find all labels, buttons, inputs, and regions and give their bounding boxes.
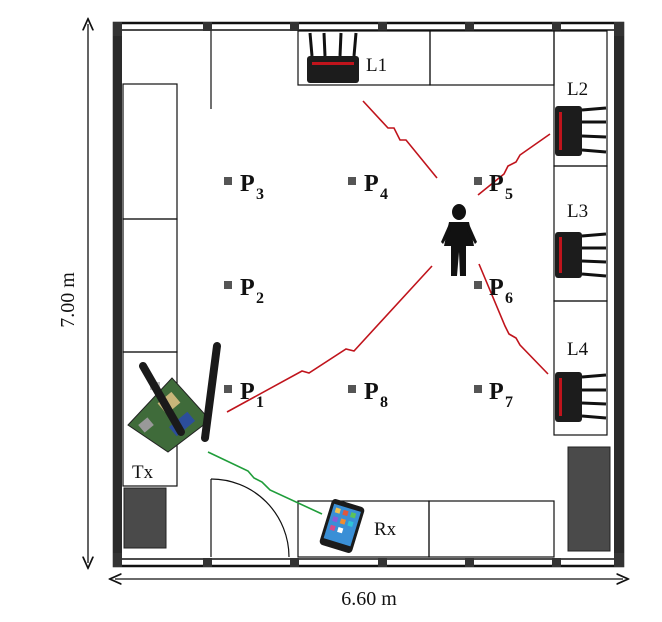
- wifi-router-icon: [555, 106, 607, 156]
- measurement-points: P 3 P 4 P 5 P 2 P 6 P 1 P: [224, 171, 513, 411]
- height-dimension: 7.00 m: [57, 24, 88, 563]
- point-p1: P 1: [224, 379, 264, 411]
- router-l4-label: L4: [567, 339, 589, 360]
- room-walls: [112, 21, 625, 568]
- svg-text:P: P: [364, 171, 379, 197]
- point-p5: P 5: [474, 171, 513, 203]
- svg-text:P: P: [240, 275, 255, 301]
- point-p7: P 7: [474, 379, 513, 411]
- receiver-label: Rx: [374, 519, 397, 540]
- furniture: [122, 30, 608, 558]
- sdr-board-icon: [127, 342, 221, 453]
- height-label: 7.00 m: [57, 272, 79, 328]
- router-l3: L3: [555, 201, 607, 278]
- router-l1: L1: [307, 32, 387, 83]
- width-label: 6.60 m: [341, 588, 397, 610]
- svg-text:4: 4: [380, 186, 388, 203]
- svg-text:P: P: [489, 379, 504, 405]
- svg-text:P: P: [489, 275, 504, 301]
- router-l4: L4: [555, 339, 607, 422]
- router-l2-label: L2: [567, 79, 588, 100]
- router-l1-label: L1: [366, 55, 387, 76]
- wifi-router-icon: [307, 32, 359, 83]
- svg-text:P: P: [240, 379, 255, 405]
- cabinet-right: [567, 446, 611, 552]
- receiver: Rx: [319, 499, 397, 553]
- svg-text:1: 1: [256, 394, 264, 411]
- smartphone-icon: [319, 499, 365, 553]
- wifi-router-icon: [555, 372, 607, 422]
- signal-path-green: [207, 451, 323, 515]
- svg-text:P: P: [364, 379, 379, 405]
- point-p6: P 6: [474, 275, 513, 307]
- point-p8: P 8: [348, 379, 388, 411]
- router-l3-label: L3: [567, 201, 588, 222]
- svg-text:3: 3: [256, 186, 264, 203]
- transmitter: Tx: [127, 342, 221, 483]
- signal-paths-red: [226, 100, 551, 413]
- svg-text:6: 6: [505, 290, 513, 307]
- svg-text:P: P: [489, 171, 504, 197]
- wifi-router-icon: [555, 232, 607, 278]
- svg-text:7: 7: [505, 394, 513, 411]
- point-p3: P 3: [224, 171, 264, 203]
- cabinet-left: [123, 487, 167, 549]
- svg-text:8: 8: [380, 394, 388, 411]
- point-p2: P 2: [224, 275, 264, 307]
- svg-text:P: P: [240, 171, 255, 197]
- width-dimension: 6.60 m: [115, 579, 623, 610]
- transmitter-label: Tx: [132, 462, 154, 483]
- router-l2: L2: [555, 79, 607, 156]
- point-p4: P 4: [348, 171, 388, 203]
- svg-text:5: 5: [505, 186, 513, 203]
- person-icon: [441, 204, 477, 276]
- svg-text:2: 2: [256, 290, 264, 307]
